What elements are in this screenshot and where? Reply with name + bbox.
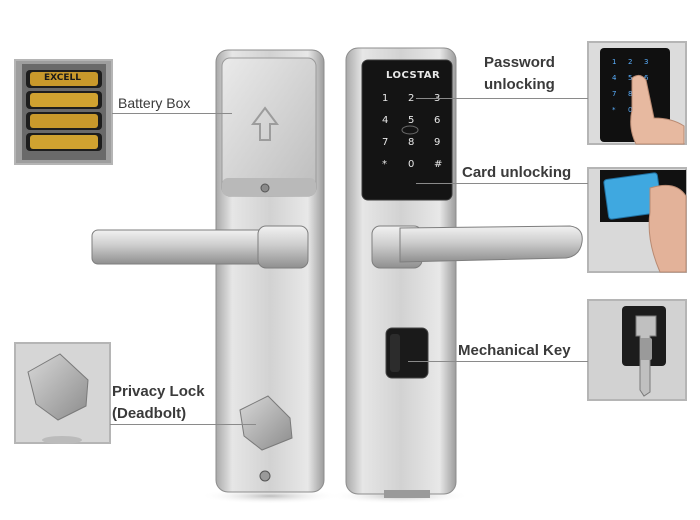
card-unlocking-label: Card unlocking <box>462 164 572 181</box>
mechanical-key-leader <box>408 361 588 362</box>
svg-text:1: 1 <box>612 58 616 66</box>
privacy-lock-label-line1: Privacy Lock <box>112 383 205 400</box>
keypad-key-4[interactable]: 4 <box>382 115 389 126</box>
brand-logo: LOCSTAR <box>386 70 441 81</box>
keypad-key-0[interactable]: 0 <box>408 159 415 170</box>
keypad-key-1[interactable]: 1 <box>382 93 389 104</box>
svg-text:3: 3 <box>644 58 648 66</box>
battery-brand-text: EXCELL <box>44 73 81 83</box>
svg-text:*: * <box>612 106 616 114</box>
keypad-key-6[interactable]: 6 <box>434 115 441 126</box>
card-leader <box>416 183 588 184</box>
password-unlocking-label-line2: unlocking <box>484 76 555 93</box>
svg-text:4: 4 <box>612 74 617 82</box>
svg-text:0: 0 <box>628 106 632 114</box>
svg-text:5: 5 <box>628 74 632 82</box>
password-unlocking-label-line1: Password <box>484 54 555 71</box>
mechanical-key-label: Mechanical Key <box>458 342 571 359</box>
svg-text:6: 6 <box>644 74 649 82</box>
keypad-key-2[interactable]: 2 <box>408 93 415 104</box>
keypad-key-7[interactable]: 7 <box>382 137 389 148</box>
svg-text:7: 7 <box>612 90 616 98</box>
password-leader <box>416 98 588 99</box>
keypad-key-star[interactable]: * <box>382 159 387 170</box>
svg-text:8: 8 <box>628 90 632 98</box>
battery-box-leader <box>112 113 232 114</box>
privacy-lock-leader <box>110 424 256 425</box>
privacy-lock-label-line2: (Deadbolt) <box>112 405 187 422</box>
keypad-key-8[interactable]: 8 <box>408 137 415 148</box>
svg-text:2: 2 <box>628 58 632 66</box>
keypad-key-hash[interactable]: # <box>434 159 443 170</box>
battery-box-label: Battery Box <box>118 95 191 111</box>
keypad-key-5[interactable]: 5 <box>408 115 415 126</box>
keypad-key-9[interactable]: 9 <box>434 137 441 148</box>
